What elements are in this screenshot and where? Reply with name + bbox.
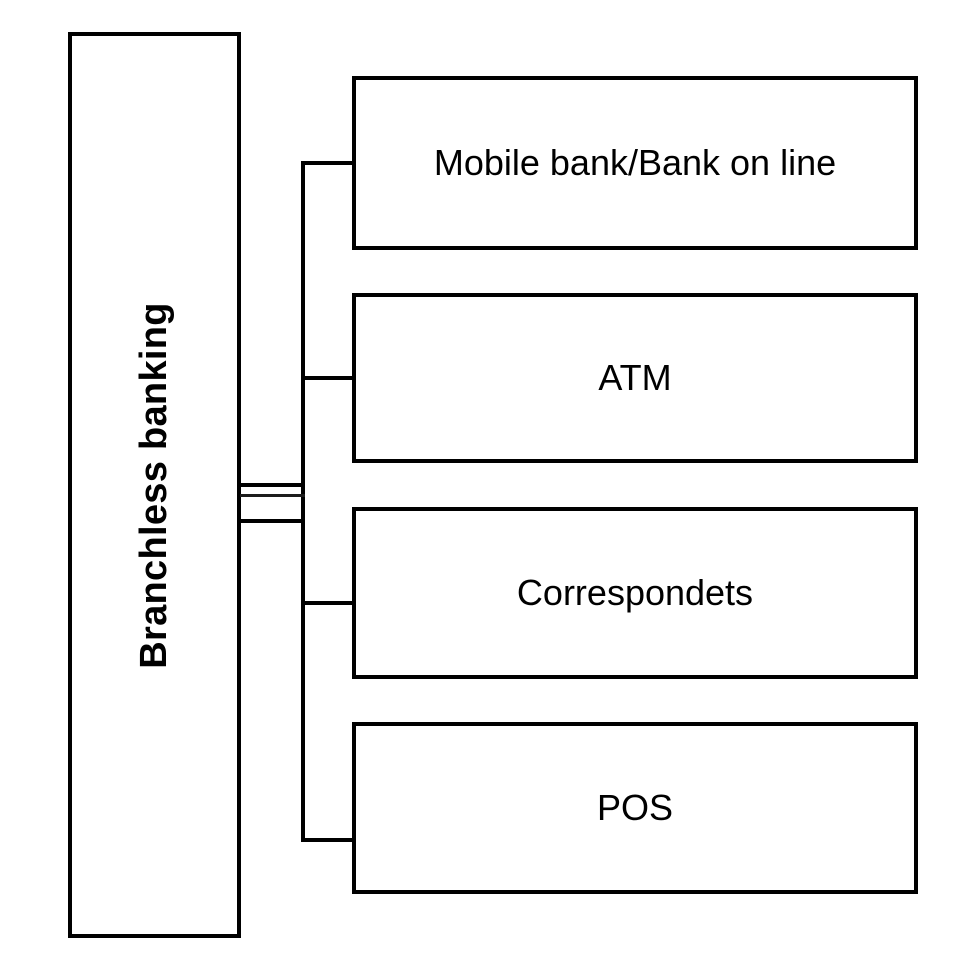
root-node-label: Branchless banking: [133, 301, 176, 669]
child-node-mobile-bank: Mobile bank/Bank on line: [352, 76, 918, 250]
junction-line-middle: [240, 494, 305, 497]
branch-line-pos: [301, 838, 365, 842]
branch-line-mobile-bank: [301, 161, 365, 165]
junction-line-top: [240, 483, 305, 487]
branch-line-atm: [301, 376, 365, 380]
child-node-correspondets: Correspondets: [352, 507, 918, 679]
child-node-atm: ATM: [352, 293, 918, 463]
root-node-branchless-banking: Branchless banking: [68, 32, 241, 938]
child-node-pos: POS: [352, 722, 918, 894]
junction-line-bottom: [240, 519, 305, 523]
branch-line-correspondets: [301, 601, 365, 605]
child-node-label: POS: [596, 787, 674, 828]
child-node-label: ATM: [598, 357, 672, 398]
child-node-label: Correspondets: [516, 572, 754, 613]
trunk-connector-line: [301, 161, 305, 842]
child-node-label: Mobile bank/Bank on line: [433, 142, 837, 183]
